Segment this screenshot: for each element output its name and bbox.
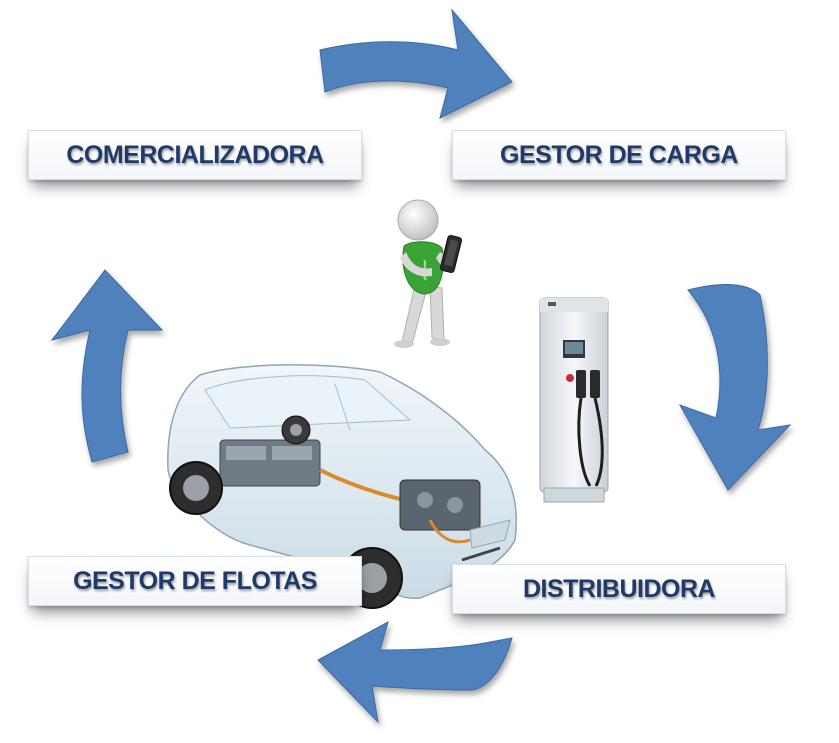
arrow-right-icon <box>319 8 513 119</box>
gestor-flotas-label: GESTOR DE FLOTAS <box>73 566 317 595</box>
gestor-carga-label: GESTOR DE CARGA <box>500 140 738 169</box>
arrow-down-icon <box>678 284 792 491</box>
ev-charger-icon <box>539 297 609 503</box>
person-with-phone-icon <box>394 199 463 348</box>
comercializadora-box: COMERCIALIZADORA <box>28 130 362 180</box>
distribuidora-label: DISTRIBUIDORA <box>522 574 716 603</box>
distribuidora-box: DISTRIBUIDORA <box>452 564 786 614</box>
arrow-left-icon <box>317 620 513 724</box>
comercializadora-label: COMERCIALIZADORA <box>66 140 324 169</box>
gestor-flotas-box: GESTOR DE FLOTAS <box>28 556 362 606</box>
electric-car-icon <box>167 364 517 609</box>
arrow-up-icon <box>50 269 164 463</box>
gestor-carga-box: GESTOR DE CARGA <box>452 130 786 180</box>
